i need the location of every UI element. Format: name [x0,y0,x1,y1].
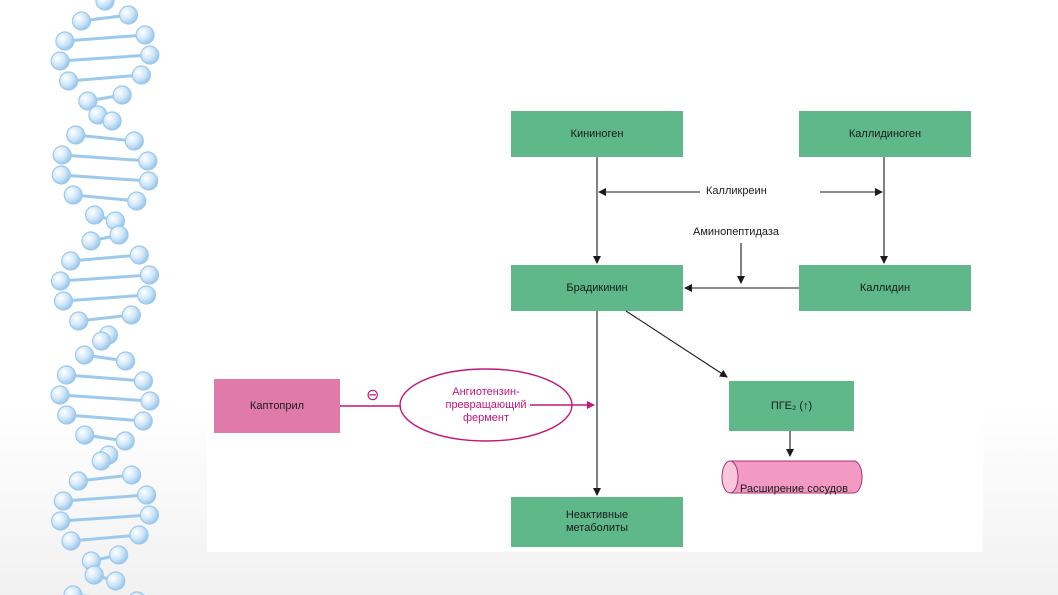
helix-rung [63,293,147,303]
helix-bead [84,565,104,585]
helix-bead [106,571,126,591]
helix-bead [92,331,112,351]
helix-rung [60,513,150,523]
helix-bead [109,225,129,245]
helix-rung [64,33,146,43]
helix-bead [50,511,71,531]
helix-bead [139,265,160,285]
helix-rung [73,193,137,203]
helix-bead [50,51,70,71]
helix-rung [62,153,148,163]
node-inactive-metabolites: Неактивные метаболиты [511,497,683,547]
helix-bead [95,0,115,11]
helix-bead [78,91,98,111]
ace-line-1: Ангиотензин- [452,385,520,398]
node-captopril: Каптоприл [214,379,340,433]
inactive-line-1: Неактивные [565,509,629,521]
helix-bead [50,385,70,405]
helix-bead [129,525,149,545]
helix-bead [124,131,144,151]
node-kininogen: Кининоген [511,111,683,157]
helix-bead [74,345,95,365]
label-ace-enzyme: Ангиотензин- превращающий фермент [401,376,571,434]
helix-bead [53,491,73,511]
helix-bead [109,545,129,565]
node-bradykinin: Брадикинин [511,265,683,311]
node-kallidin: Каллидин [799,265,971,311]
helix-bead [136,285,157,305]
helix-rung [70,253,140,263]
helix-bead [102,111,122,131]
label-aminopeptidase: Аминопептидаза [693,226,780,238]
ace-line-2: превращающий [445,398,527,411]
helix-bead [66,125,86,145]
helix-bead [61,251,81,271]
inhibit-symbol: ⊖ [366,385,379,404]
helix-bead [71,11,92,31]
helix-bead [121,305,141,325]
dna-helix-decoration [50,0,160,595]
helix-rung [61,173,149,183]
helix-bead [138,151,158,171]
node-kallidinogen: Каллидиноген [799,111,971,157]
helix-bead [51,165,71,185]
helix-bead [75,425,95,445]
helix-bead [52,145,72,165]
helix-rung [70,533,140,543]
helix-bead [69,311,89,331]
helix-bead [50,271,71,291]
helix-bead [56,365,77,385]
helix-bead [135,25,155,45]
helix-rung [68,73,142,83]
helix-rung [75,133,135,143]
helix-bead [63,185,83,205]
helix-bead [63,585,83,595]
helix-bead [139,505,160,525]
inactive-line-2: метаболиты [565,522,629,534]
helix-bead [133,371,154,391]
helix-bead [127,191,147,211]
helix-rung [66,413,144,423]
helix-bead [133,411,153,431]
ace-line-3: фермент [462,411,510,424]
node-pge2: ПГЕ₂ (↑) [729,381,854,431]
vessel-icon [721,460,863,494]
helix-bead [118,5,139,25]
helix-bead [81,231,101,251]
helix-bead [85,205,105,225]
helix-bead [53,291,74,311]
helix-rung [66,373,144,383]
helix-bead [68,471,88,491]
label-vasodilation: Расширение сосудов [740,483,848,495]
helix-bead [140,45,160,65]
helix-bead [112,85,132,105]
helix-rung [63,493,147,503]
label-kallikrein: Калликреин [706,185,767,197]
arrow-bradykinin-pge2 [625,310,728,378]
helix-rung [60,273,150,283]
helix-bead [122,465,142,485]
helix-bead [115,351,136,371]
helix-bead [137,485,157,505]
helix-bead [131,65,151,85]
helix-rung [59,393,151,403]
helix-bead [140,391,160,411]
helix-bead [57,405,77,425]
helix-bead [129,591,145,595]
helix-bead [59,71,79,91]
helix-bead [61,531,81,551]
helix-bead [115,431,135,451]
helix-bead [139,171,159,191]
helix-bead [129,245,149,265]
helix-rung [60,53,150,63]
helix-bead [55,31,75,51]
helix-bead [91,451,111,471]
